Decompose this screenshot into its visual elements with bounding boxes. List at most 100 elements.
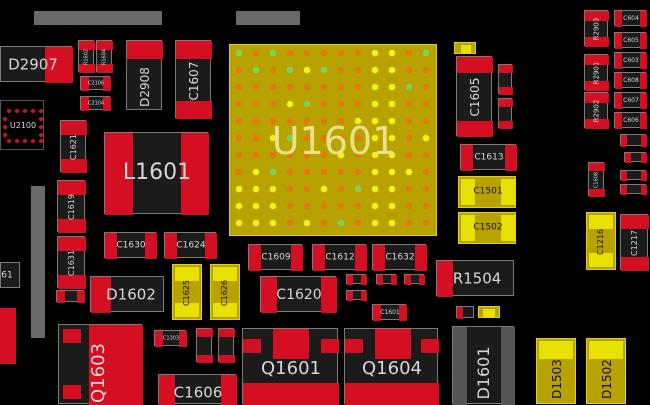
chip-u1601[interactable]: U1601 [229,44,437,236]
component-d1503[interactable]: D1503 [536,338,576,404]
pad [321,339,339,353]
component-d2908[interactable]: D2908 [126,40,163,110]
component-c607[interactable]: C607 [614,92,647,109]
component-small-11[interactable] [218,328,235,363]
component-small-8[interactable] [478,306,500,318]
transistor-q1603[interactable]: Q1603 [58,324,143,405]
component-small-15[interactable] [620,170,647,181]
transistor-q1604[interactable]: Q1604 [344,328,439,405]
component-c1502[interactable]: C1502 [458,212,516,244]
bga-ball [405,117,413,125]
bga-ball [303,100,311,108]
bga-ball [320,219,328,227]
component-c1216[interactable]: C1216 [586,212,616,270]
component-small-14-label: C1608 [593,171,600,189]
component-r1504[interactable]: R1504 [436,260,514,297]
component-edge-left-label: 61 [1,270,13,281]
bga-ball [422,134,430,142]
component-c606[interactable]: C606 [614,112,647,129]
component-r2901[interactable]: R2901 [584,54,609,91]
component-c1612[interactable]: C1612 [312,244,367,271]
pad [58,219,86,233]
pad [261,277,277,313]
component-r1604[interactable]: R1604 [96,40,113,73]
bga-ball [388,202,396,210]
component-small-2[interactable] [376,274,397,285]
pad [181,133,209,215]
component-r2902[interactable]: R2902 [584,92,609,129]
component-c604-label: C604 [623,15,639,22]
bga-ball [422,185,430,193]
component-c1620[interactable]: C1620 [260,276,337,313]
component-c1607[interactable]: C1607 [175,40,212,119]
component-small-5[interactable] [498,64,513,95]
component-small-7[interactable] [456,306,474,319]
component-d2907[interactable]: D2907 [0,46,73,83]
component-d1601[interactable]: D1601 [452,326,515,405]
bga-ball [422,66,430,74]
component-c1621[interactable]: C1621 [60,120,87,173]
pad [176,101,212,119]
component-edge-left[interactable]: 61 [0,262,20,288]
component-small-16[interactable] [620,184,647,195]
pad [641,185,647,195]
transistor-q1601[interactable]: Q1601 [242,328,339,405]
component-c1631[interactable]: C1631 [57,236,86,289]
component-u2100[interactable]: U2100 [0,100,44,150]
component-c1624[interactable]: C1624 [164,232,217,259]
component-c605[interactable]: C605 [614,32,647,49]
component-c1303[interactable]: C1303 [154,330,187,347]
component-c2104[interactable]: C2104 [80,96,111,111]
component-r1602[interactable]: R1602 [78,40,95,73]
component-c1606[interactable]: C1606 [158,374,237,405]
component-c1621-label: C1621 [69,134,78,160]
component-c1501[interactable]: C1501 [458,176,516,208]
pad [585,55,609,65]
component-r2903[interactable]: R2903 [584,10,609,47]
component-c1619[interactable]: C1619 [57,180,86,233]
component-c1626[interactable]: C1626 [210,264,240,320]
component-c1609[interactable]: C1609 [248,244,303,271]
component-c1613[interactable]: C1613 [460,144,517,171]
component-c608[interactable]: C608 [614,72,647,89]
component-c1625[interactable]: C1625 [172,264,202,320]
bga-ball [269,100,277,108]
component-c604[interactable]: C604 [614,10,647,27]
component-r1604-label: R1604 [101,48,108,66]
bga-ball [252,151,260,159]
component-small-yellow[interactable] [454,42,476,54]
component-c1630[interactable]: C1630 [104,232,157,259]
component-c2106[interactable]: C2106 [80,76,111,91]
bga-ball [405,202,413,210]
pad [61,159,87,173]
component-c1612-label: C1612 [325,252,355,263]
component-small-6[interactable] [498,98,513,129]
pad [375,329,411,359]
bga-ball [303,151,311,159]
bga-ball [252,49,260,57]
component-c1632[interactable]: C1632 [372,244,427,271]
component-d1602[interactable]: D1602 [90,276,164,313]
inductor-l1601[interactable]: L1601 [104,132,209,215]
component-small-3[interactable] [404,274,425,285]
component-c1217[interactable]: C1217 [620,214,649,271]
component-edge-left-pad[interactable] [0,308,16,364]
component-small-12[interactable] [620,134,647,147]
component-small-14[interactable]: C1608 [588,162,605,197]
component-small-10[interactable] [196,328,213,363]
component-c603[interactable]: C603 [614,52,647,69]
bga-ball [405,168,413,176]
pad [615,53,622,69]
component-c1601[interactable]: C1601 [372,304,407,321]
component-small-4[interactable] [346,290,367,301]
component-small-9[interactable] [56,290,85,303]
component-small-1[interactable] [346,274,367,285]
component-small-13[interactable] [624,152,647,163]
bga-ball [320,134,328,142]
pad [179,331,187,347]
component-d1502[interactable]: D1502 [586,338,626,404]
component-c1605[interactable]: C1605 [456,56,493,137]
pad [105,233,117,259]
bga-ball [252,219,260,227]
pad [79,64,95,73]
